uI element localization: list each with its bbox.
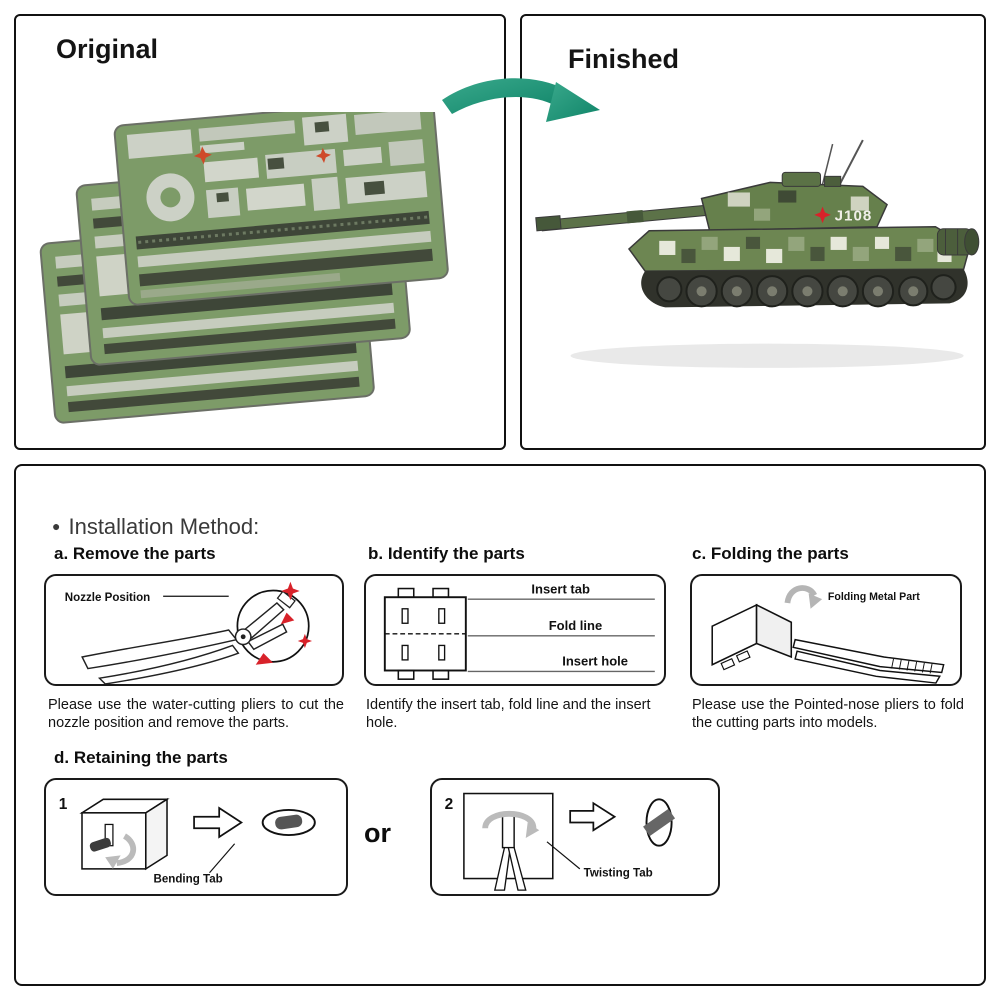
next-step-arrow-icon	[193, 806, 243, 839]
option-2-number: 2	[445, 796, 454, 813]
next-step-arrow-icon	[569, 801, 617, 832]
step-b-diagram-box: Insert tab Fold line Insert hole	[364, 574, 666, 686]
step-d-title: d. Retaining the parts	[54, 748, 228, 767]
twist-arrow-icon	[525, 822, 540, 838]
red-star-icon	[281, 581, 300, 601]
tank-marking: J108	[835, 208, 873, 225]
or-label: or	[364, 818, 391, 848]
option-1-number: 1	[59, 796, 68, 813]
bend-arrow-icon	[105, 855, 121, 869]
cutting-pliers-diagram: Nozzle Position	[65, 581, 313, 684]
step-b-title: b. Identify the parts	[368, 544, 525, 563]
installation-heading-text: Installation Method:	[68, 514, 260, 539]
puzzle-sheets-illustration	[39, 112, 450, 425]
original-panel: Original	[14, 14, 506, 450]
bullet-icon: ●	[52, 518, 61, 534]
bending-tab-label: Bending Tab	[153, 873, 222, 885]
step-d-bending-diagram-box: 1 Bending Tab	[44, 778, 348, 896]
insert-tab-label: Insert tab	[531, 581, 590, 596]
original-title: Original	[56, 34, 159, 64]
installation-panel: ● Installation Method: a. Remove the part…	[14, 464, 986, 986]
bending-tab-diagram: 1 Bending Tab	[59, 796, 316, 885]
twisting-tab-label: Twisting Tab	[584, 868, 653, 880]
fold-line-label: Fold line	[549, 618, 602, 633]
red-arrow-icon	[280, 612, 295, 625]
step-a-title: a. Remove the parts	[54, 544, 216, 563]
fold-arrow-icon	[808, 593, 823, 609]
step-a-caption: Please use the water-cutting pliers to c…	[48, 697, 344, 732]
twisting-tab-diagram: 2 Twisting Tab	[445, 792, 676, 891]
step-c-title: c. Folding the parts	[692, 544, 849, 563]
step-d-twisting-diagram-box: 2 Twisting Tab	[430, 778, 720, 896]
finished-panel: Finished J108	[520, 14, 986, 450]
red-arrow-icon	[255, 653, 274, 665]
part-identification-diagram: Insert tab Fold line Insert hole	[383, 581, 655, 680]
finished-title: Finished	[568, 44, 680, 74]
folding-pliers-diagram: Folding Metal Part	[711, 585, 945, 684]
installation-heading: ● Installation Method:	[52, 514, 259, 540]
finished-tank-illustration: J108	[535, 139, 980, 368]
step-a-diagram-box: Nozzle Position	[44, 574, 344, 686]
original-to-finished-arrow-icon	[442, 78, 600, 122]
red-star-icon	[814, 206, 831, 224]
folding-metal-part-label: Folding Metal Part	[828, 591, 920, 603]
nozzle-position-label: Nozzle Position	[65, 592, 150, 604]
step-b-caption: Identify the insert tab, fold line and t…	[366, 697, 651, 732]
insert-hole-label: Insert hole	[562, 654, 628, 669]
red-star-icon	[297, 633, 313, 649]
step-c-caption: Please use the Pointed-nose pliers to fo…	[692, 697, 964, 732]
step-c-diagram-box: Folding Metal Part	[690, 574, 962, 686]
